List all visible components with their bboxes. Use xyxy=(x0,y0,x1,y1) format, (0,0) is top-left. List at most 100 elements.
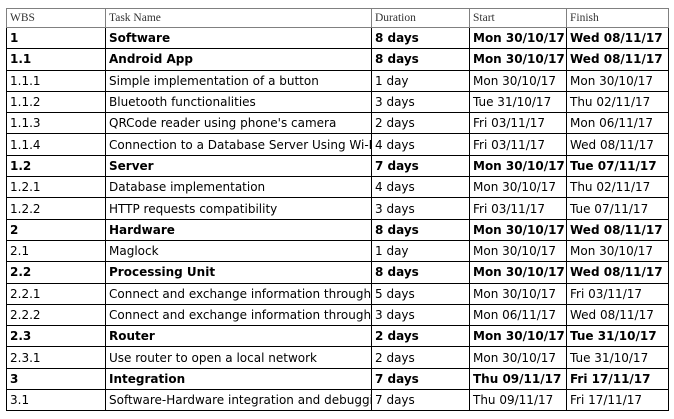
start-cell: Mon 30/10/17 xyxy=(469,26,567,50)
task-name-cell: Processing Unit xyxy=(105,261,372,284)
task-name-cell: Connect and exchange information through… xyxy=(105,303,372,327)
wbs-cell: 2.2.2 xyxy=(6,303,106,327)
duration-cell: 4 days xyxy=(371,176,470,199)
wbs-cell: 1.2.1 xyxy=(6,176,106,199)
wbs-cell: 2.3 xyxy=(6,325,106,348)
duration-cell: 8 days xyxy=(371,218,470,241)
start-cell: Thu 09/11/17 xyxy=(469,389,567,412)
wbs-cell: 1.1.3 xyxy=(6,112,106,135)
wbs-cell: 1.2 xyxy=(6,154,106,178)
wbs-cell: 1 xyxy=(6,26,106,50)
duration-cell: 7 days xyxy=(371,154,470,178)
task-name-cell: Simple implementation of a button xyxy=(105,69,372,92)
duration-cell: 7 days xyxy=(371,367,470,391)
finish-cell: Fri 17/11/17 xyxy=(566,389,669,412)
finish-cell: Tue 31/10/17 xyxy=(566,325,669,348)
header-row: WBS Task Name Duration Start Finish xyxy=(6,8,669,28)
wbs-cell: 1.1.1 xyxy=(6,69,106,92)
wbs-cell: 2 xyxy=(6,218,106,241)
duration-cell: 3 days xyxy=(371,197,470,220)
column-header-task-name: Task Name xyxy=(105,8,372,28)
wbs-cell: 1.1.2 xyxy=(6,90,106,114)
wbs-cell: 3.1 xyxy=(6,389,106,412)
column-header-start: Start xyxy=(469,8,567,28)
finish-cell: Thu 02/11/17 xyxy=(566,90,669,114)
wbs-cell: 2.2 xyxy=(6,261,106,284)
task-name-cell: Database implementation xyxy=(105,176,372,199)
finish-cell: Mon 06/11/17 xyxy=(566,112,669,135)
task-name-cell: Bluetooth functionalities xyxy=(105,90,372,114)
task-name-cell: Server xyxy=(105,154,372,178)
finish-cell: Mon 30/10/17 xyxy=(566,239,669,263)
start-cell: Mon 30/10/17 xyxy=(469,282,567,305)
start-cell: Mon 06/11/17 xyxy=(469,303,567,327)
task-name-cell: Integration xyxy=(105,367,372,391)
wbs-cell: 2.2.1 xyxy=(6,282,106,305)
finish-cell: Tue 07/11/17 xyxy=(566,154,669,178)
finish-cell: Wed 08/11/17 xyxy=(566,218,669,241)
task-name-cell: Software xyxy=(105,26,372,50)
start-cell: Tue 31/10/17 xyxy=(469,90,567,114)
finish-cell: Fri 03/11/17 xyxy=(566,282,669,305)
finish-cell: Wed 08/11/17 xyxy=(566,133,669,156)
task-name-cell: Use router to open a local network xyxy=(105,346,372,369)
task-name-cell: Connection to a Database Server Using Wi… xyxy=(105,133,372,156)
start-cell: Fri 03/11/17 xyxy=(469,133,567,156)
duration-cell: 2 days xyxy=(371,325,470,348)
duration-cell: 8 days xyxy=(371,48,470,71)
start-cell: Mon 30/10/17 xyxy=(469,346,567,369)
duration-cell: 1 day xyxy=(371,69,470,92)
finish-cell: Wed 08/11/17 xyxy=(566,261,669,284)
duration-cell: 8 days xyxy=(371,26,470,50)
finish-cell: Tue 07/11/17 xyxy=(566,197,669,220)
start-cell: Fri 03/11/17 xyxy=(469,197,567,220)
start-cell: Fri 03/11/17 xyxy=(469,112,567,135)
start-cell: Mon 30/10/17 xyxy=(469,48,567,71)
wbs-cell: 1.1 xyxy=(6,48,106,71)
duration-cell: 5 days xyxy=(371,282,470,305)
duration-cell: 2 days xyxy=(371,346,470,369)
duration-cell: 1 day xyxy=(371,239,470,263)
wbs-cell: 2.3.1 xyxy=(6,346,106,369)
duration-cell: 3 days xyxy=(371,90,470,114)
start-cell: Mon 30/10/17 xyxy=(469,218,567,241)
column-header-finish: Finish xyxy=(566,8,669,28)
finish-cell: Mon 30/10/17 xyxy=(566,69,669,92)
finish-cell: Tue 31/10/17 xyxy=(566,346,669,369)
table-header: WBS Task Name Duration Start Finish xyxy=(6,8,669,28)
task-name-cell: Android App xyxy=(105,48,372,71)
duration-cell: 3 days xyxy=(371,303,470,327)
duration-cell: 8 days xyxy=(371,261,470,284)
finish-cell: Wed 08/11/17 xyxy=(566,303,669,327)
duration-cell: 7 days xyxy=(371,389,470,412)
duration-cell: 4 days xyxy=(371,133,470,156)
finish-cell: Wed 08/11/17 xyxy=(566,26,669,50)
start-cell: Mon 30/10/17 xyxy=(469,261,567,284)
finish-cell: Wed 08/11/17 xyxy=(566,48,669,71)
start-cell: Mon 30/10/17 xyxy=(469,176,567,199)
start-cell: Thu 09/11/17 xyxy=(469,367,567,391)
start-cell: Mon 30/10/17 xyxy=(469,154,567,178)
wbs-cell: 3 xyxy=(6,367,106,391)
column-header-wbs: WBS xyxy=(6,8,106,28)
task-name-cell: Connect and exchange information through… xyxy=(105,282,372,305)
task-name-cell: Software-Hardware integration and debugg… xyxy=(105,389,372,412)
task-name-cell: HTTP requests compatibility xyxy=(105,197,372,220)
